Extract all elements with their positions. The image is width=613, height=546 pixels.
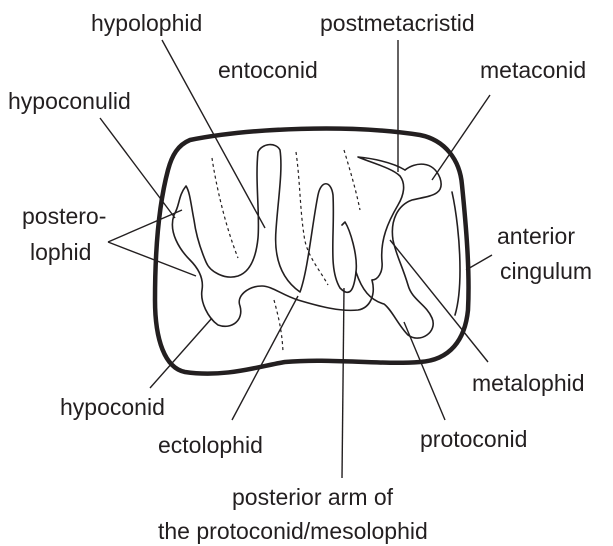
dashed-valley-2 [296,152,328,285]
posterolophid-leader-lower [108,242,196,276]
posterolophid-hypoconid-ridge [172,152,373,326]
entoconid-hypolophid-ridge [258,145,356,293]
hypoconulid-leader [100,118,175,218]
postmetacristid-ridge [358,157,405,280]
posterolophid-label-line1: postero- [22,203,106,229]
ectolophid-label: ectolophid [158,432,263,458]
cingulum-label: cingulum [500,258,592,284]
hypolophid-label: hypolophid [91,10,202,36]
metaconid-leader [432,95,490,180]
posterolophid-label-line2: lophid [30,239,91,265]
postmetacristid-label: postmetacristid [320,10,475,36]
ectolophid-leader [232,296,298,420]
posterior-arm-label-line2: the protoconid/mesolophid [158,518,428,544]
posterior-arm-label-line1: posterior arm of [232,484,394,510]
hypoconid-leader [150,318,212,388]
hypoconid-label: hypoconid [60,394,165,420]
metalophid-label: metalophid [472,370,585,396]
posterolophid-leader-upper [108,210,182,242]
dashed-valley-3 [344,150,360,210]
metaconid-label: metaconid [480,57,586,83]
protoconid-label: protoconid [420,426,527,452]
anterior-cingulum-ridge [452,192,460,315]
anterior-label: anterior [497,223,575,249]
posterior-arm-leader [342,288,344,478]
metalophid-leader [390,240,488,362]
hypoconulid-label: hypoconulid [8,88,131,114]
entoconid-label: entoconid [218,57,318,83]
